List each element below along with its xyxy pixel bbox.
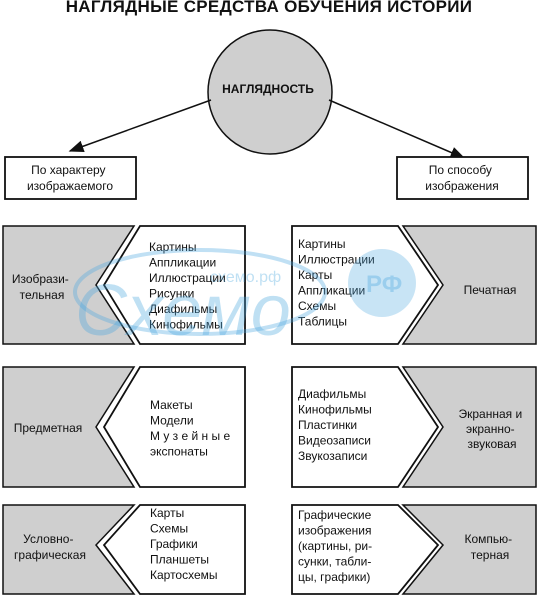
left-category-shape xyxy=(2,366,136,488)
left-items-list: Карты Схемы Графики Планшеты Картосхемы xyxy=(150,506,218,582)
left-connector xyxy=(68,99,212,153)
right-items-list: Диафильмы Кинофильмы Пластинки Видеозапи… xyxy=(298,387,375,463)
page-title: НАГЛЯДНЫЕ СРЕДСТВА ОБУЧЕНИЯ ИСТОРИИ xyxy=(66,0,473,16)
right-connector xyxy=(328,99,466,159)
left-category-shape xyxy=(2,504,136,595)
right-head-text: По способу изображения xyxy=(425,163,499,193)
left-items-shape xyxy=(102,504,246,595)
left-items-list: Картины Аппликации Иллюстрации Рисунки Д… xyxy=(149,240,229,332)
left-items-shape xyxy=(102,366,246,488)
watermark: Схемо схемо.рф РФ xyxy=(73,248,416,351)
watermark-badge: РФ xyxy=(366,271,402,298)
right-items-shape xyxy=(291,225,440,345)
left-category-shape xyxy=(2,225,136,345)
right-items-list: Графические изображения (картины, ри- су… xyxy=(298,508,375,584)
right-category-label: Компью- терная xyxy=(464,532,515,562)
left-category-label: Условно- графическая xyxy=(14,532,86,562)
right-items-list: Картины Иллюстрации Карты Аппликации Схе… xyxy=(298,237,378,329)
right-items-shape xyxy=(291,366,440,488)
right-category-shape xyxy=(401,504,537,595)
watermark-brand: Схемо xyxy=(75,271,291,351)
right-category-label: Печатная xyxy=(464,283,517,297)
left-items-list: Макеты Модели М у з е й н ы е экспонаты xyxy=(150,398,233,459)
watermark-badge-icon xyxy=(348,249,416,317)
right-category-label: Экранная и экранно- звуковая xyxy=(458,407,525,451)
left-head-box xyxy=(4,156,137,200)
right-category-shape xyxy=(401,225,537,345)
left-items-shape xyxy=(102,225,246,345)
left-head-text: По характеру изображаемого xyxy=(27,163,113,193)
watermark-url: схемо.рф xyxy=(210,269,281,286)
center-circle xyxy=(207,29,333,155)
right-head-box xyxy=(396,156,529,200)
right-items-shape xyxy=(291,504,440,595)
center-label: НАГЛЯДНОСТЬ xyxy=(222,82,314,96)
left-category-label: Предметная xyxy=(14,421,83,435)
left-category-label: Изобрази- тельная xyxy=(12,272,72,302)
right-category-shape xyxy=(401,366,537,488)
